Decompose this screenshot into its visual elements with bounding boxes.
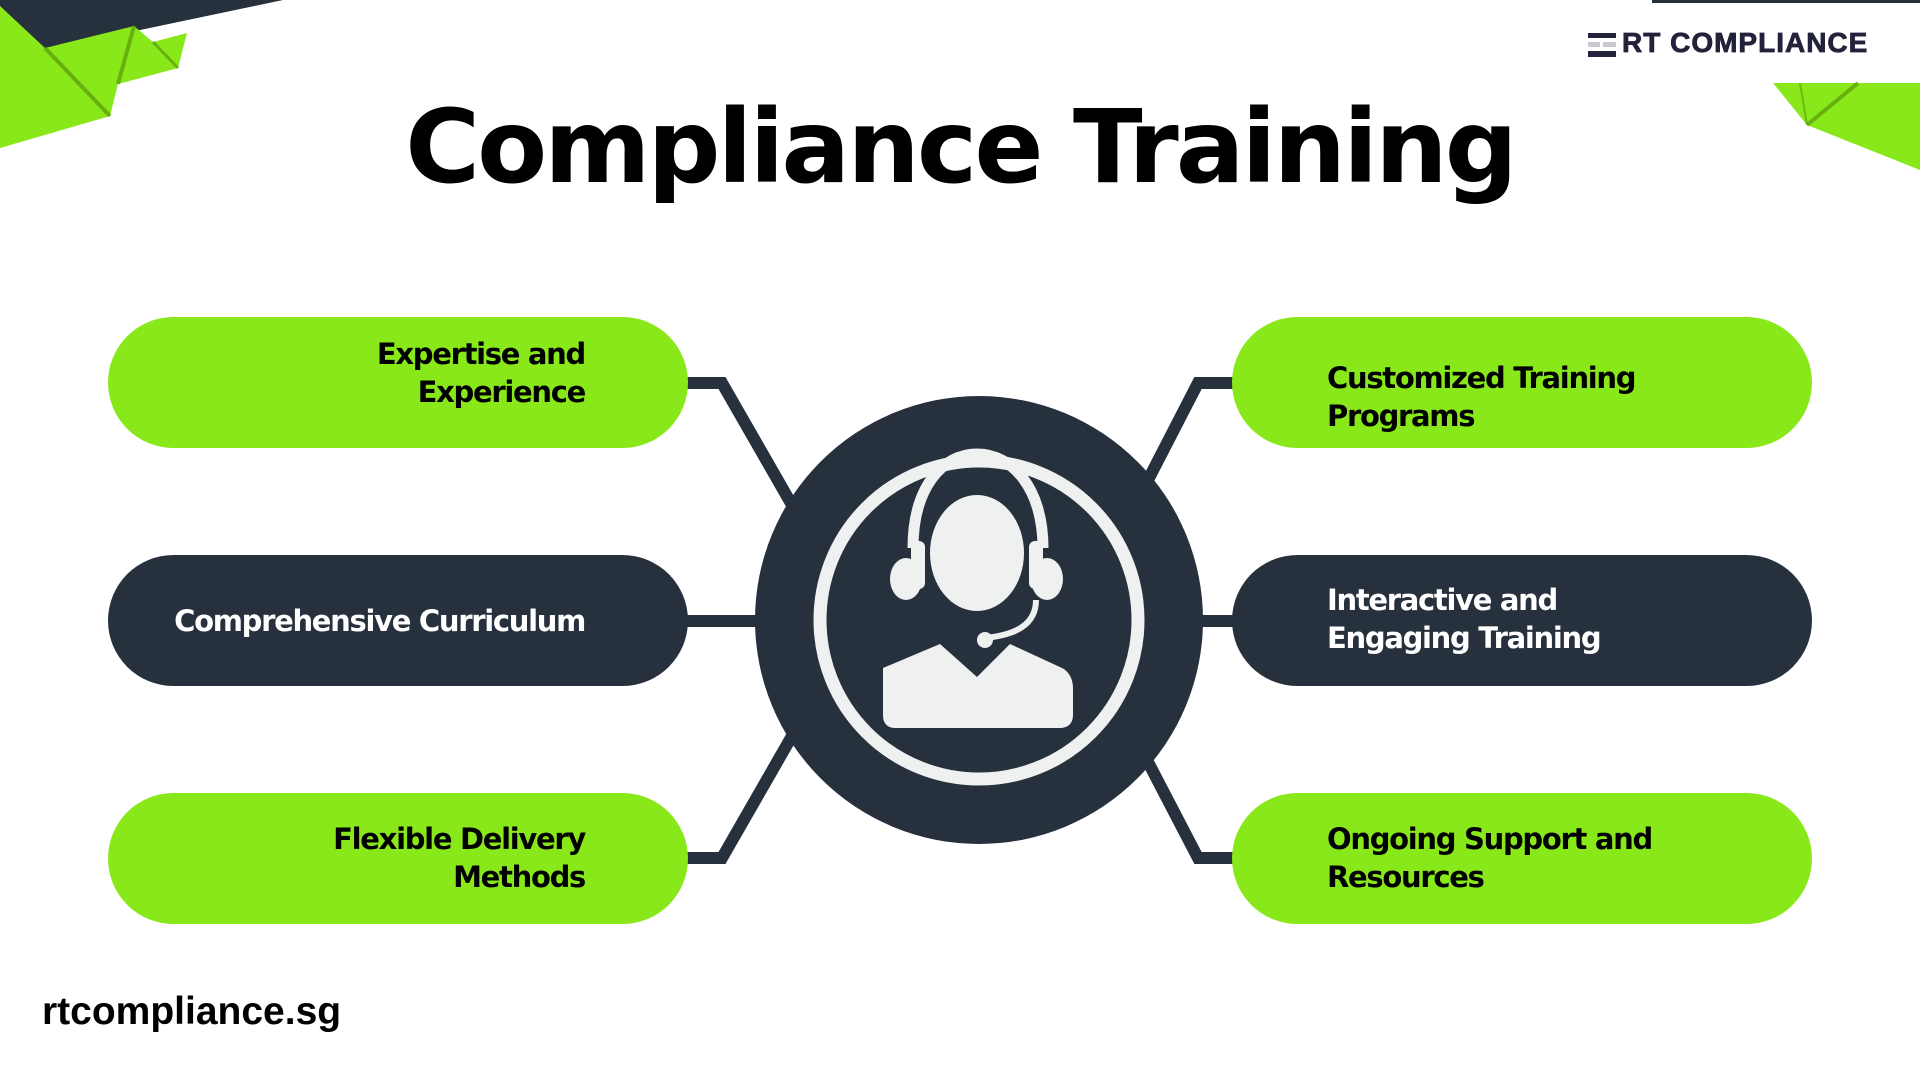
feature-customized-training-programs: Customized Training Programs — [1232, 317, 1812, 448]
feature-comprehensive-curriculum: Comprehensive Curriculum — [108, 555, 688, 686]
customer-support-headset-icon — [883, 448, 1073, 728]
page-title: Compliance Training — [405, 88, 1517, 207]
website-link[interactable]: rtcompliance.sg — [42, 990, 342, 1033]
feature-flexible-delivery-methods: Flexible Delivery Methods — [108, 793, 688, 924]
brand-logo[interactable]: RT COMPLIANCE — [1588, 27, 1869, 58]
logo-text: RT COMPLIANCE — [1622, 27, 1869, 58]
feature-label: Expertise and Experience — [376, 336, 586, 409]
feature-label: Interactive and Engaging Training — [1327, 582, 1602, 655]
feature-label: Ongoing Support and Resources — [1327, 821, 1653, 894]
corner-decoration-top-left — [0, 0, 283, 148]
corner-decoration-top-right — [1652, 0, 1920, 170]
feature-ongoing-support-and-resources: Ongoing Support and Resources — [1232, 793, 1812, 924]
feature-label: Comprehensive Curriculum — [174, 603, 586, 638]
stacked-bars-icon — [1588, 30, 1616, 57]
feature-label: Flexible Delivery Methods — [333, 821, 586, 894]
feature-label: Customized Training Programs — [1327, 360, 1637, 433]
feature-interactive-and-engaging-training: Interactive and Engaging Training — [1232, 555, 1812, 686]
feature-expertise-and-experience: Expertise and Experience — [108, 317, 688, 448]
center-hub — [755, 396, 1203, 844]
